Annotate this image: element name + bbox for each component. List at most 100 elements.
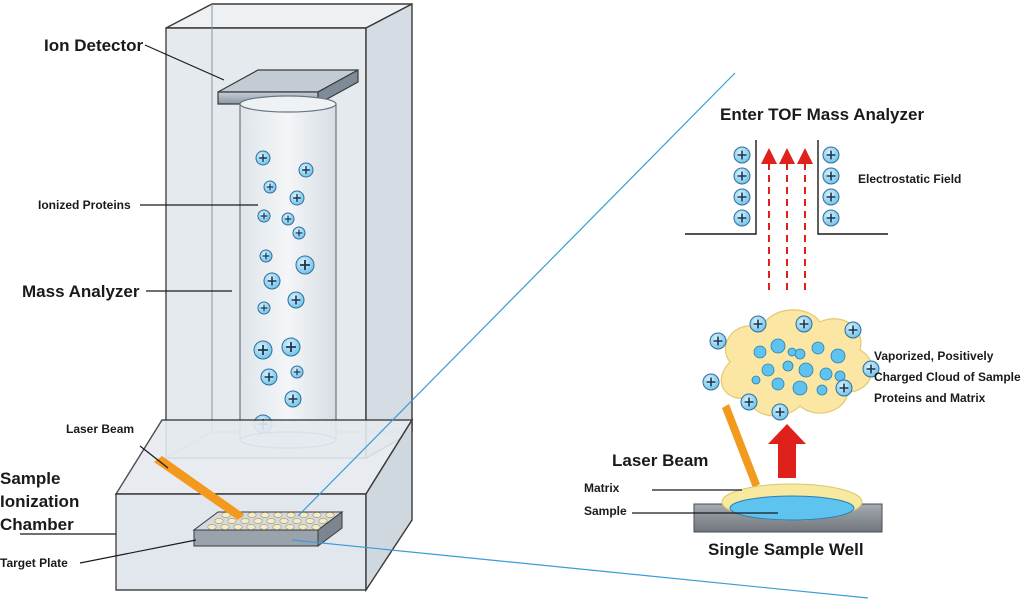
- sample-spot: [298, 524, 308, 530]
- plus-ion-icon: [257, 301, 271, 315]
- droplet: [834, 370, 846, 382]
- label-ionized-proteins: Ionized Proteins: [38, 198, 131, 212]
- plus-ion-icon: [284, 390, 302, 408]
- red-up-arrow: [768, 424, 806, 478]
- droplet: [794, 348, 806, 360]
- label-laser-beam-left: Laser Beam: [66, 422, 134, 436]
- label-electrostatic-field: Electrostatic Field: [858, 172, 961, 186]
- cloud-ions: [702, 315, 880, 421]
- plus-ion-icon: [733, 167, 751, 185]
- sample-spot: [220, 524, 230, 530]
- plus-ion-icon: [281, 337, 301, 357]
- droplet: [830, 348, 846, 364]
- plus-ion-icon: [263, 180, 277, 194]
- plus-ion-icon: [740, 393, 758, 411]
- droplet: [753, 345, 767, 359]
- plus-ion-icon: [709, 332, 727, 350]
- label-sample-chamber-3: Chamber: [0, 515, 74, 534]
- sample-spot: [305, 518, 315, 524]
- plus-ion-icon: [733, 146, 751, 164]
- plus-ion-icon: [292, 226, 306, 240]
- electrostatic-field-ions: [733, 146, 840, 227]
- droplet: [811, 341, 825, 355]
- sample-spots: [207, 512, 335, 530]
- droplet: [798, 362, 814, 378]
- droplet: [782, 360, 794, 372]
- sample-spot: [246, 524, 256, 530]
- sample-spot: [312, 512, 322, 518]
- upward-red-arrows: [761, 148, 813, 290]
- droplet: [787, 347, 797, 357]
- sample-spot: [259, 524, 269, 530]
- ionized-proteins-group: [253, 150, 315, 434]
- label-laser-beam-right: Laser Beam: [612, 451, 708, 470]
- sample-spot: [292, 518, 302, 524]
- plus-ion-icon: [795, 315, 813, 333]
- label-vaporized-3: Proteins and Matrix: [874, 391, 986, 405]
- plus-ion-icon: [257, 209, 271, 223]
- sample-spot: [240, 518, 250, 524]
- sample-spot: [214, 518, 224, 524]
- leader-lines-left: [20, 44, 258, 564]
- sample-spot: [266, 518, 276, 524]
- label-sample-chamber-1: Sample: [0, 469, 60, 488]
- sample-well: [693, 483, 883, 533]
- droplet: [816, 384, 828, 396]
- droplet: [819, 367, 833, 381]
- leader-lines-right: [632, 489, 778, 514]
- label-vaporized-2: Charged Cloud of Sample: [874, 370, 1021, 384]
- plus-ion-icon: [298, 162, 314, 178]
- sample-spot: [260, 512, 270, 518]
- cloud-droplets: [751, 338, 846, 396]
- label-sample-chamber-2: Ionization: [0, 492, 79, 511]
- plus-ion-icon: [259, 249, 273, 263]
- sample-spot: [325, 512, 335, 518]
- sample-spot: [279, 518, 289, 524]
- laser-beam-left: [154, 456, 244, 520]
- plus-ion-icon: [702, 373, 720, 391]
- plus-ion-icon: [289, 190, 305, 206]
- plus-ion-icon: [290, 365, 304, 379]
- plus-ion-icon: [822, 167, 840, 185]
- laser-beam-right: [722, 404, 760, 488]
- sample-spot: [233, 524, 243, 530]
- droplet: [792, 380, 808, 396]
- sample-spot: [311, 524, 321, 530]
- label-matrix: Matrix: [584, 481, 620, 495]
- plus-ion-icon: [844, 321, 862, 339]
- plus-ion-icon: [733, 209, 751, 227]
- plus-ion-icon: [835, 379, 853, 397]
- label-enter-tof: Enter TOF Mass Analyzer: [720, 105, 924, 124]
- sample-spot: [247, 512, 257, 518]
- sample-spot: [285, 524, 295, 530]
- target-plate: [192, 511, 344, 547]
- plus-ion-icon: [295, 255, 315, 275]
- label-single-sample-well: Single Sample Well: [708, 540, 864, 559]
- droplet: [771, 377, 785, 391]
- droplet: [761, 363, 775, 377]
- plus-ion-icon: [255, 150, 271, 166]
- plus-ion-icon: [749, 315, 767, 333]
- droplet: [770, 338, 786, 354]
- sample-spot: [207, 524, 217, 530]
- label-sample: Sample: [584, 504, 627, 518]
- plus-ion-icon: [287, 291, 305, 309]
- sample-spot: [286, 512, 296, 518]
- sample-spot: [272, 524, 282, 530]
- analyzer-entrance-walls: [685, 140, 888, 235]
- plus-ion-icon: [822, 209, 840, 227]
- plus-ion-icon: [281, 212, 295, 226]
- plus-ion-icon: [822, 146, 840, 164]
- label-mass-analyzer: Mass Analyzer: [22, 282, 140, 301]
- zoom-lines: [291, 72, 869, 599]
- plus-ion-icon: [263, 272, 281, 290]
- label-ion-detector: Ion Detector: [44, 36, 144, 55]
- sample-spot: [227, 518, 237, 524]
- plus-ion-icon: [733, 188, 751, 206]
- sample-spot: [253, 518, 263, 524]
- plus-ion-icon: [862, 360, 880, 378]
- sample-spot: [318, 518, 328, 524]
- plus-ion-icon: [253, 340, 273, 360]
